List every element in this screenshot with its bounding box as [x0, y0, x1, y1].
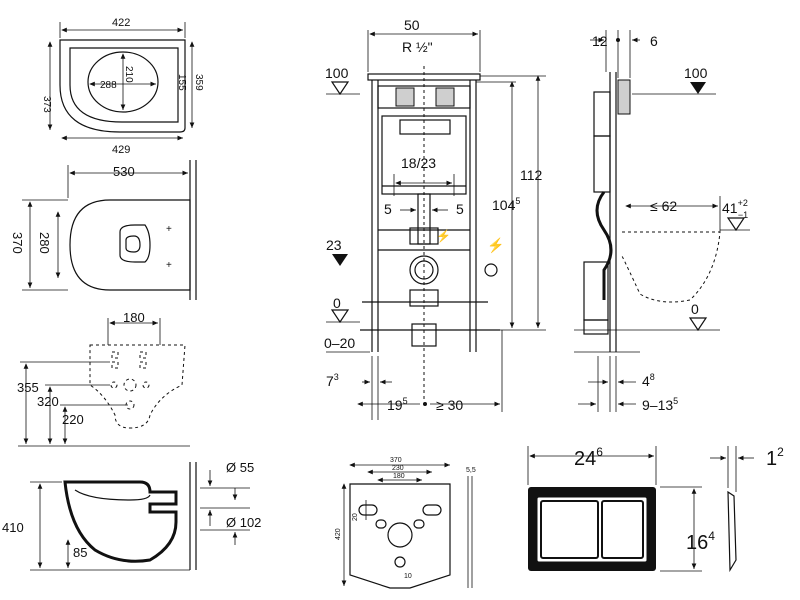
level-100-right: 100: [684, 65, 708, 81]
height-220: 220: [62, 412, 84, 427]
height-355: 355: [17, 380, 39, 395]
bowl-side-view: 410 85 Ø 55 Ø 102: [2, 460, 261, 571]
height-320: 320: [37, 394, 59, 409]
height-112: 112: [520, 167, 543, 183]
plate-thickness: 12: [766, 445, 784, 470]
dim-4-8: 48: [642, 372, 655, 389]
mat-width-230: 230: [392, 465, 404, 472]
seat-width-top: 422: [112, 17, 130, 29]
seat-r155: 155: [176, 74, 187, 91]
dim-5-right: 5: [456, 201, 464, 217]
diameter-102: Ø 102: [226, 515, 261, 530]
level-100-left: 100: [325, 65, 349, 81]
flush-plate: 246 164 12: [527, 445, 784, 573]
dim-6: 6: [650, 33, 658, 49]
dim-le-62: ≤ 62: [650, 198, 677, 214]
svg-text:⚡: ⚡: [487, 237, 504, 254]
svg-text:⚡: ⚡: [436, 229, 451, 243]
dim-ge-30: ≥ 30: [436, 397, 463, 413]
dim-12: 12: [592, 33, 608, 49]
height-104: 1045: [492, 196, 520, 213]
diameter-55: Ø 55: [226, 460, 254, 475]
level-23: 23: [326, 237, 342, 253]
seat-height-left: 373: [41, 96, 52, 113]
bowl-height: 370: [10, 232, 25, 254]
seat-width-bottom: 429: [112, 144, 130, 156]
bowl-length: 530: [113, 164, 135, 179]
dim-41: 41+2−1: [722, 198, 748, 220]
mat-height-420: 420: [335, 528, 342, 540]
seat-height-right: 359: [193, 74, 204, 91]
offset-85: 85: [73, 545, 87, 560]
mat-dim-20: 20: [352, 513, 359, 521]
mat-width-180: 180: [393, 473, 405, 480]
dim-18-23: 18/23: [401, 155, 436, 171]
dim-9-13-5: 9–135: [642, 396, 678, 413]
level-0-right: 0: [691, 301, 699, 317]
svg-text:+: +: [166, 260, 172, 271]
plate-width: 246: [574, 445, 603, 470]
seat-top-view: 422 429 373 359 155 288 210: [41, 17, 204, 156]
dim-7-3: 73: [326, 372, 339, 389]
svg-text:+: +: [166, 224, 172, 235]
mat-dim-10: 10: [404, 573, 412, 580]
dim-5-left: 5: [384, 201, 392, 217]
frame-front-view: ⚡ ⚡ 50 R ½" 100 112 1045 18: [324, 17, 546, 420]
frame-thread: R ½": [402, 39, 433, 55]
plate-height: 164: [686, 529, 715, 554]
seat-inner-height: 210: [123, 66, 134, 83]
dim-19-5: 195: [387, 396, 408, 413]
mat-width-370: 370: [390, 457, 402, 464]
mat-thickness: 5,5: [466, 467, 476, 474]
insulation-mat: 370 230 180 420 20 10 5,5: [335, 457, 476, 589]
hole-spacing: 180: [123, 310, 145, 325]
level-0-left: 0: [333, 295, 341, 311]
frame-width: 50: [404, 17, 420, 33]
level-0-20: 0–20: [324, 335, 355, 351]
bowl-side-height: 410: [2, 520, 24, 535]
frame-side-view: 12 6 100 ≤ 62 41+2−1 0 48 9–135: [574, 30, 750, 413]
bowl-top-view: + + 530 370 280: [10, 160, 197, 300]
seat-inner-width: 288: [100, 80, 117, 91]
bowl-height-280: 280: [37, 232, 52, 254]
bowl-back-view: 180 355 320 220: [17, 310, 190, 447]
